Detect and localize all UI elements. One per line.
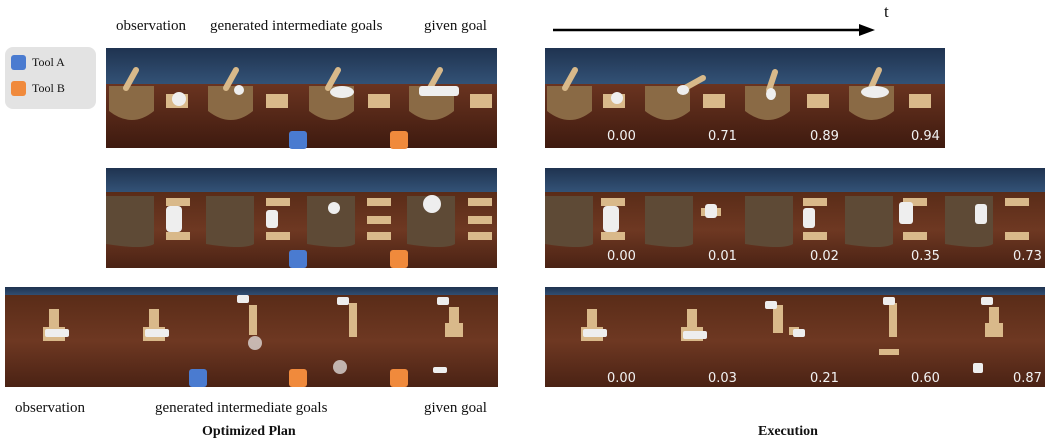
score-label: 0.03 <box>708 371 737 386</box>
score-label: 0.60 <box>911 371 940 386</box>
score-label: 0.02 <box>810 249 839 264</box>
observation-label: observation <box>15 400 85 416</box>
exec-strip-3 <box>545 287 1045 387</box>
tool-b-marker <box>289 369 307 387</box>
legend-label: Tool A <box>32 54 65 69</box>
score-label: 0.00 <box>607 129 636 144</box>
execution-title: Execution <box>758 424 818 439</box>
score-label: 0.71 <box>708 129 737 144</box>
tool-b-swatch <box>11 80 26 96</box>
exec-strip-2 <box>545 168 1045 268</box>
plan-strip-3 <box>5 287 498 387</box>
tool-a-marker <box>289 131 307 149</box>
score-label: 0.89 <box>810 129 839 144</box>
score-label: 0.35 <box>911 249 940 264</box>
tool-a-marker <box>189 369 207 387</box>
tool-b-marker <box>390 131 408 149</box>
legend-label: Tool B <box>32 80 65 95</box>
score-label: 0.87 <box>1013 371 1042 386</box>
observation-label: observation <box>116 18 186 34</box>
tool-b-marker <box>390 250 408 268</box>
given-goal-label: given goal <box>424 400 487 416</box>
time-axis-label: t <box>884 2 889 21</box>
tool-a-marker <box>289 250 307 268</box>
score-label: 0.01 <box>708 249 737 264</box>
plan-title: Optimized Plan <box>202 424 296 439</box>
plan-strip-1 <box>106 48 497 148</box>
time-arrow-icon <box>553 24 875 36</box>
score-label: 0.94 <box>911 129 940 144</box>
score-label: 0.73 <box>1013 249 1042 264</box>
tool-b-marker <box>390 369 408 387</box>
tool-legend: Tool A Tool B <box>5 47 96 109</box>
legend-item-tool-b: Tool B <box>11 79 65 97</box>
given-goal-label: given goal <box>424 18 487 34</box>
score-label: 0.00 <box>607 249 636 264</box>
score-label: 0.00 <box>607 371 636 386</box>
score-label: 0.21 <box>810 371 839 386</box>
legend-item-tool-a: Tool A <box>11 53 65 71</box>
intermediate-goals-label: generated intermediate goals <box>210 18 383 34</box>
exec-strip-1 <box>545 48 945 148</box>
tool-a-swatch <box>11 54 26 70</box>
intermediate-goals-label: generated intermediate goals <box>155 400 328 416</box>
